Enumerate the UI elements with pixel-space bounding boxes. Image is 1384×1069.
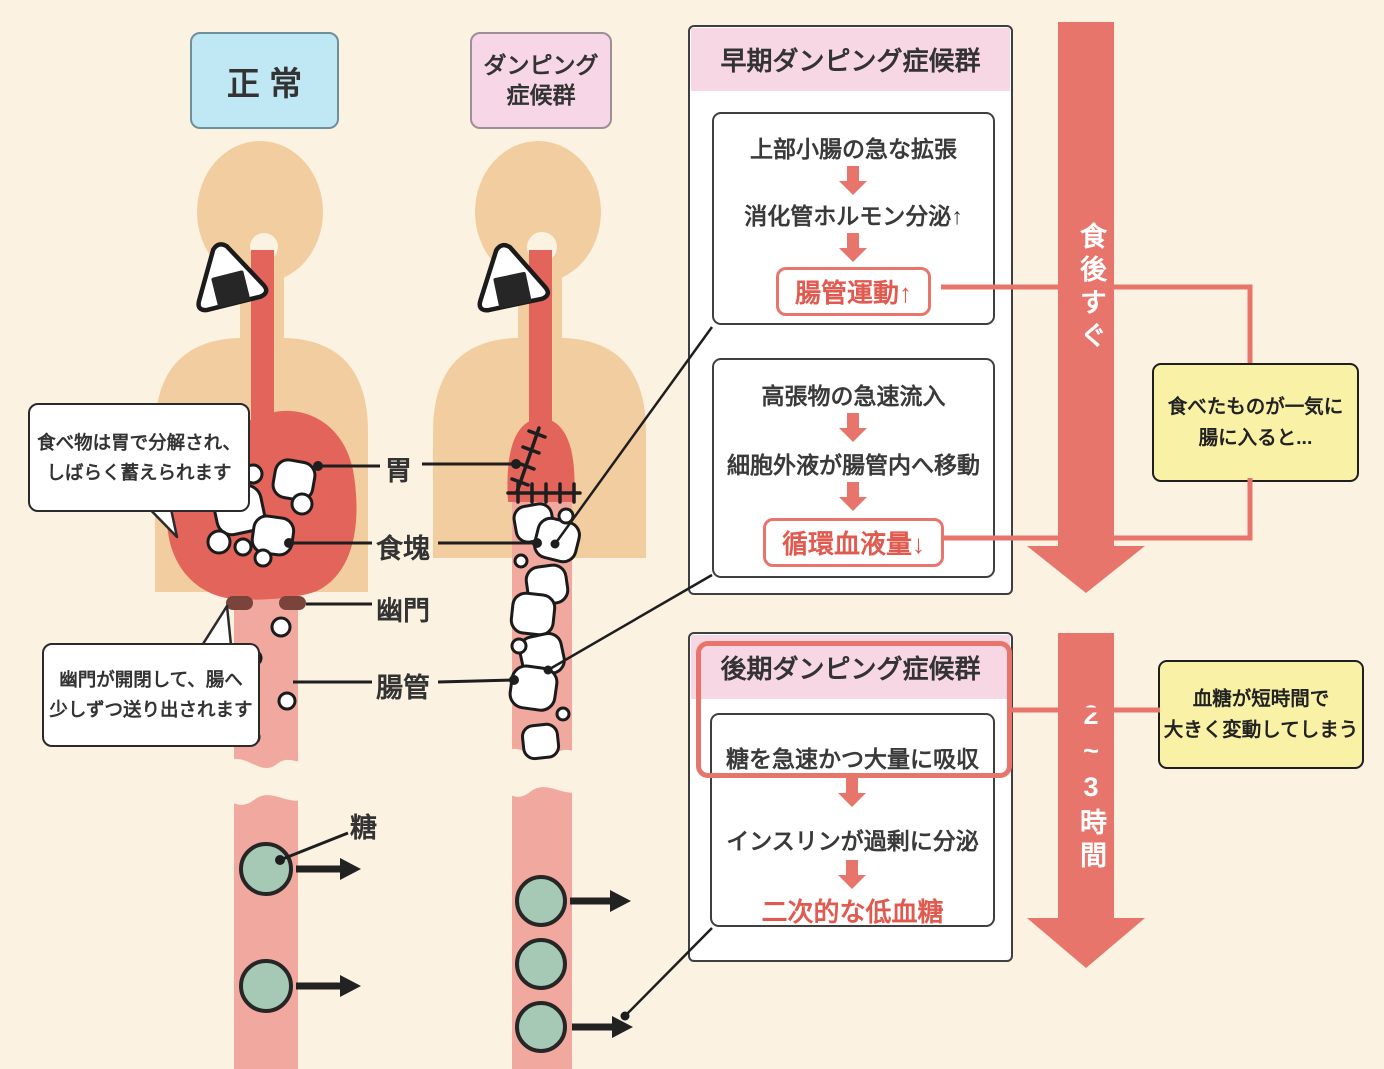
legend-dumping: ダンピング 症候群 xyxy=(470,32,612,129)
pylorus-speech-bubble: 幽門が開閉して、腸へ 少しずつ送り出されます xyxy=(42,643,260,747)
legend-normal: 正 常 xyxy=(190,32,339,129)
early-flow2-card xyxy=(712,358,995,578)
early-flow2-result: 循環血液量↓ xyxy=(762,518,944,567)
timeline-arrow-hours xyxy=(1027,633,1145,968)
pylorus-bubble-line2: 少しずつ送り出されます xyxy=(49,699,253,720)
flow-down-arrow-icon xyxy=(839,233,867,262)
food-chunks-dumping-intestine xyxy=(508,502,581,761)
label-sugar: 糖 xyxy=(350,813,377,843)
early-flow2-step1: 高張物の急速流入 xyxy=(761,383,946,409)
legend-dumping-line1: ダンピング xyxy=(483,51,599,78)
label-intestine: 腸管 xyxy=(376,673,430,703)
onigiri-icon xyxy=(477,242,551,313)
note-immediate-line1: 食べたものが一気に xyxy=(1167,396,1344,419)
early-flow1-step1: 上部小腸の急な拡張 xyxy=(750,136,957,162)
flow-down-arrow-icon xyxy=(839,413,867,442)
late-dumping-title: 後期ダンピング症候群 xyxy=(720,653,981,684)
late-step1: 糖を急速かつ大量に吸収 xyxy=(726,746,979,772)
pylorus-bubble-line1: 幽門が開閉して、腸へ xyxy=(59,669,243,691)
timeline-immediate-label: 食後すぐ xyxy=(1076,222,1106,354)
late-step2: インスリンが過剰に分泌 xyxy=(726,828,979,854)
note-hours: 血糖が短時間で 大きく変動してしまう xyxy=(1158,660,1364,769)
late-result: 二次的な低血糖 xyxy=(761,897,944,927)
note-hours-line2: 大きく変動してしまう xyxy=(1163,718,1359,741)
timeline-hours-label: 2~3時間 xyxy=(1076,700,1106,874)
early-flow1-result: 腸管運動↑ xyxy=(775,267,931,316)
note-immediate-line2: 腸に入ると... xyxy=(1198,426,1313,449)
flow-down-arrow-icon xyxy=(839,482,867,511)
label-stomach: 胃 xyxy=(385,456,412,486)
stomach-speech-bubble: 食べ物は胃で分解され、 しばらく蓄えられます xyxy=(28,403,250,512)
tube-break-left xyxy=(226,758,306,805)
label-bolus: 食塊 xyxy=(376,534,430,564)
onigiri-icon xyxy=(196,242,269,313)
early-dumping-header: 早期ダンピング症候群 xyxy=(691,28,1010,91)
absorption-arrows xyxy=(296,858,633,1038)
legend-dumping-line2: 症候群 xyxy=(506,81,576,108)
label-pylorus: 幽門 xyxy=(376,596,430,626)
note-immediate: 食べたものが一気に 腸に入ると... xyxy=(1152,363,1359,482)
legend-normal-label: 正 常 xyxy=(226,64,303,102)
early-flow2-result-wrap: 循環血液量↓ xyxy=(712,518,995,567)
pylorus-bar-right xyxy=(279,596,306,610)
late-flow-card xyxy=(710,713,995,927)
flow-down-arrow-icon xyxy=(839,166,867,195)
early-flow1-result-wrap: 腸管運動↑ xyxy=(712,267,995,316)
flow-down-arrow-icon xyxy=(838,860,866,889)
early-flow2-step2: 細胞外液が腸管内へ移動 xyxy=(727,452,980,478)
note-hours-line1: 血糖が短時間で xyxy=(1192,688,1330,711)
early-flow1-step2: 消化管ホルモン分泌↑ xyxy=(744,203,963,229)
tube-break-right xyxy=(504,748,582,797)
stomach-bubble-line1: 食べ物は胃で分解され、 xyxy=(37,431,241,453)
early-dumping-title: 早期ダンピング症候群 xyxy=(720,46,981,76)
sugar-circles xyxy=(239,842,567,1053)
late-highlight-frame xyxy=(696,641,1012,778)
pylorus-bar-left xyxy=(226,596,253,610)
flow-down-arrow-icon xyxy=(838,778,866,807)
stomach-bubble-line2: しばらく蓄えられます xyxy=(46,461,232,483)
